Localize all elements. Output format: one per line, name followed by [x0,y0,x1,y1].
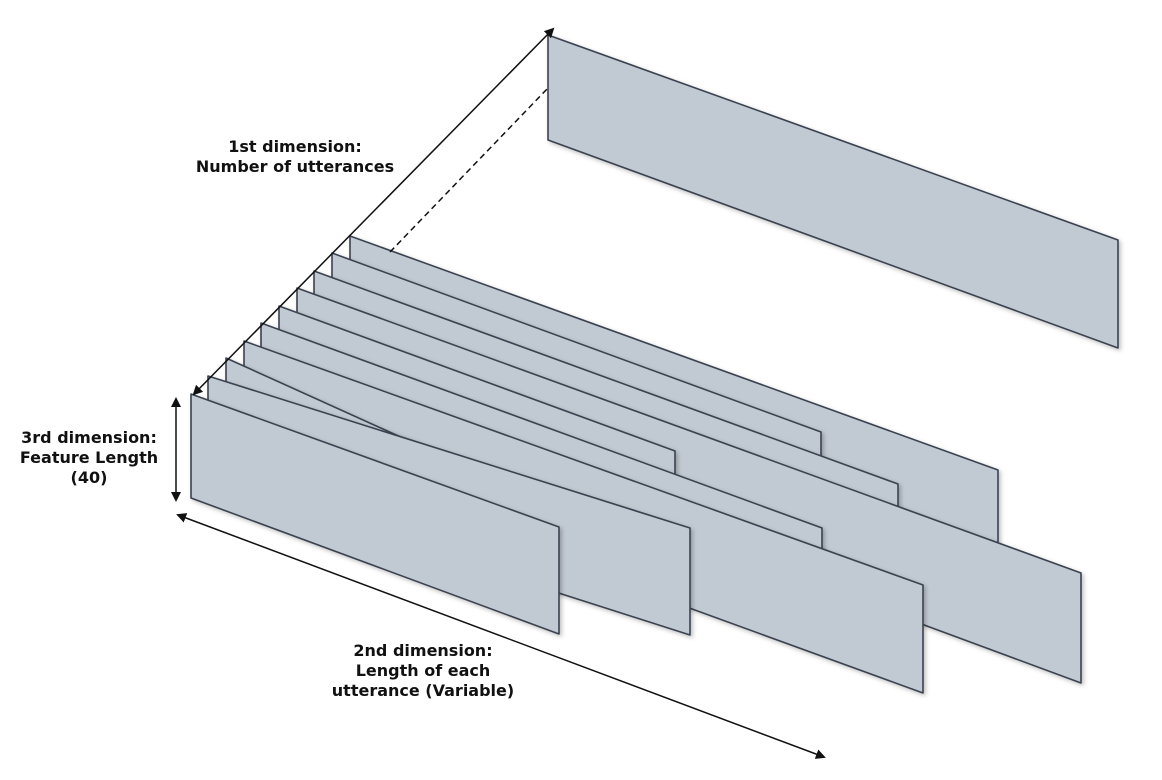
dim3-label-line2: Feature Length [19,448,159,467]
dim1-label-line2: Number of utterances [195,157,395,176]
utterance-panel-stack [190,235,1082,694]
dim3-label-line1: 3rd dimension: [21,428,157,447]
dim1-arrow [192,27,555,396]
dim2-label-line3: utterance (Variable) [331,681,515,700]
dim3-label: 3rd dimension: Feature Length (40) [4,428,174,488]
dim2-label-line2: Length of each [355,661,491,680]
dim3-label-line3: (40) [70,468,108,487]
dim2-label: 2nd dimension: Length of each utterance … [323,641,523,701]
dim1-label-line1: 1st dimension: [228,137,362,156]
utterance-panel-last [547,34,1119,349]
dim2-arrow [176,513,826,759]
dim1-label: 1st dimension: Number of utterances [180,137,410,177]
dim2-label-line1: 2nd dimension: [353,641,493,660]
dim1-dashed-connector [389,87,549,253]
